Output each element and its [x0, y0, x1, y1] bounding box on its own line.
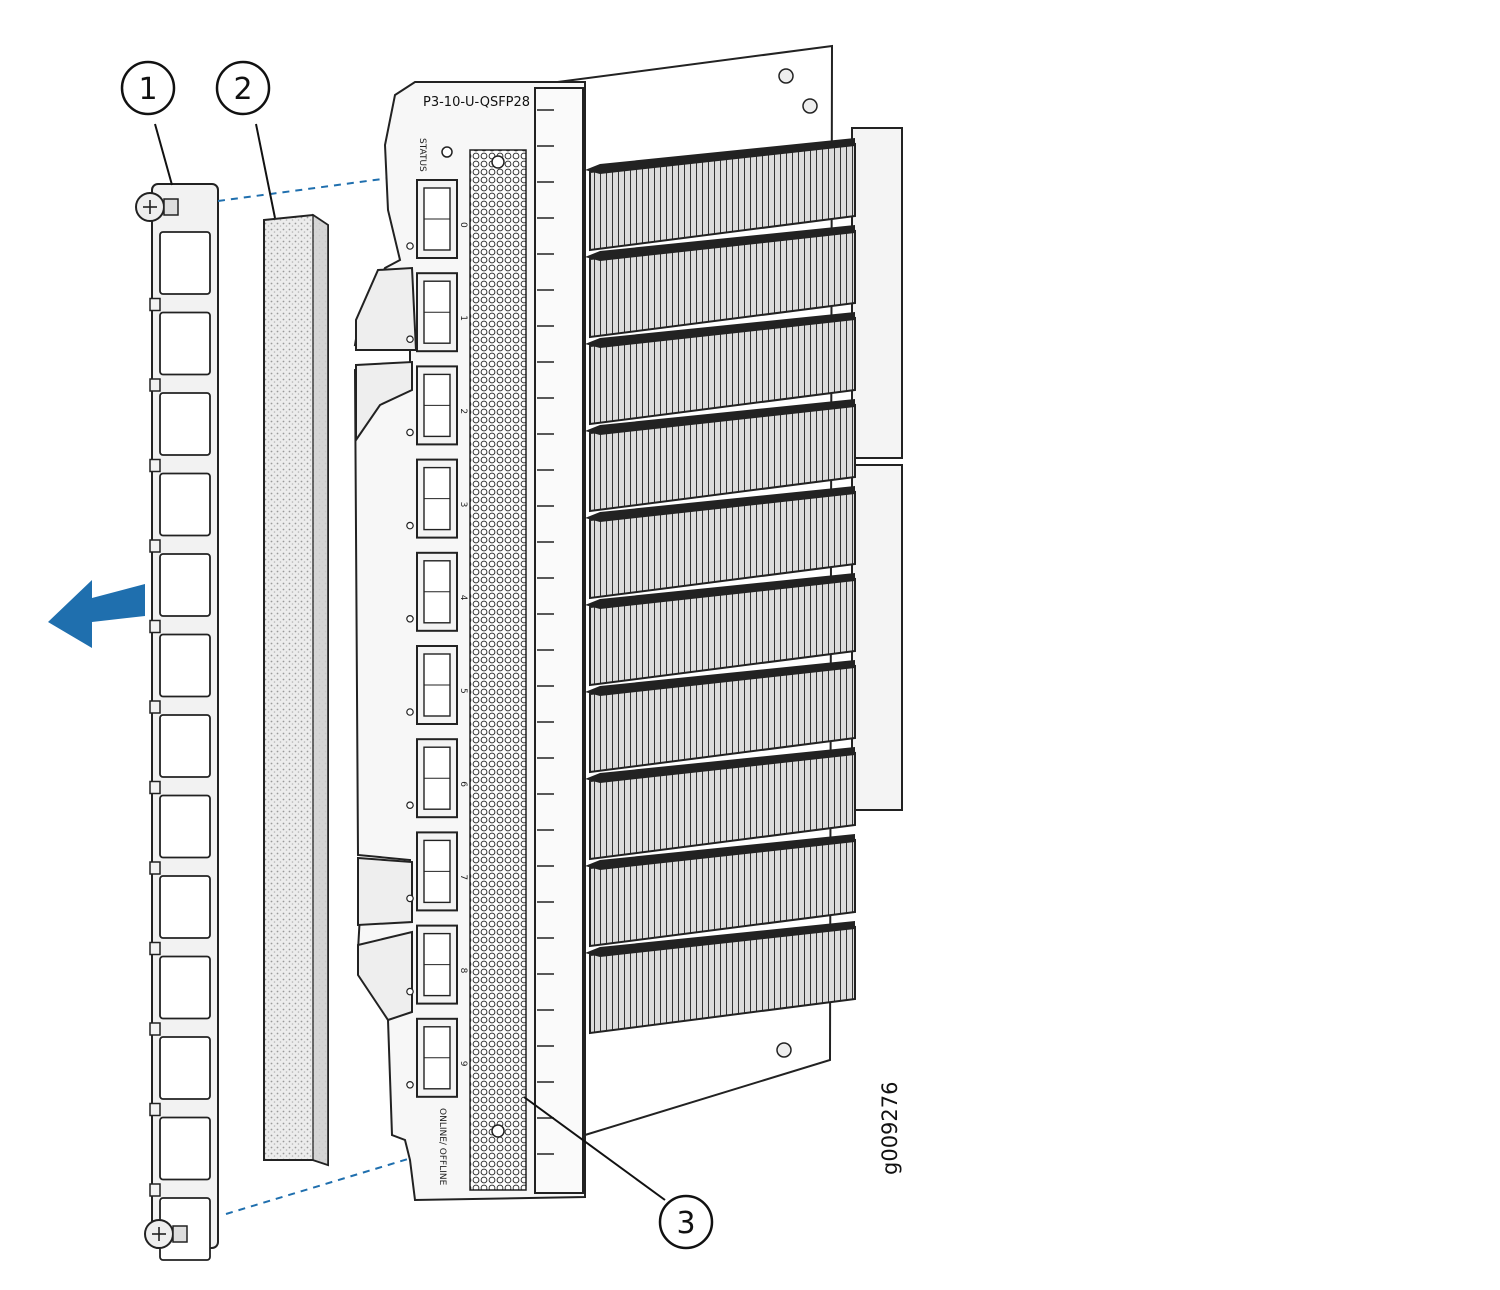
callout-2-number: 2 — [233, 72, 252, 107]
removal-arrow-icon — [48, 580, 145, 648]
heatsink — [585, 312, 856, 426]
qsfp-port — [416, 365, 458, 446]
port-label: 3 — [458, 502, 468, 508]
bracket-window — [159, 633, 211, 698]
port-label: 9 — [458, 1061, 468, 1067]
heatsink — [585, 399, 856, 513]
qsfp-port — [416, 738, 458, 819]
heatsink — [585, 573, 856, 687]
callout-1-number: 1 — [138, 72, 157, 107]
bracket-tab — [149, 1102, 161, 1117]
bracket-tab — [149, 941, 161, 956]
bracket-tab — [149, 1022, 161, 1036]
qsfp-port — [416, 924, 458, 1005]
bracket-window — [159, 392, 211, 456]
qsfp-port — [416, 645, 458, 725]
port-label: 5 — [458, 688, 468, 694]
port-label: 7 — [458, 874, 468, 880]
bracket-tab — [149, 619, 161, 634]
port-label: 4 — [458, 595, 468, 601]
model-label: P3-10-U-QSFP28 — [423, 95, 530, 110]
bracket-window — [159, 714, 211, 778]
port-led — [406, 428, 414, 437]
qsfp-port — [416, 272, 458, 353]
heatsink — [585, 747, 856, 861]
air-filter-foam — [263, 213, 329, 1167]
bracket-window — [159, 231, 211, 295]
heatsink-stack — [585, 138, 856, 1035]
port-led — [406, 242, 414, 250]
port-led — [406, 521, 414, 530]
bracket-tab — [149, 780, 161, 795]
callout-2: 2 — [215, 60, 276, 219]
bracket-window — [159, 794, 211, 859]
heatsink — [585, 834, 856, 948]
port-led — [406, 335, 414, 344]
callout-3-number: 3 — [676, 1206, 695, 1241]
bracket-window — [159, 311, 211, 376]
bracket-window — [159, 1036, 211, 1100]
status-label: STATUS — [417, 138, 427, 172]
bracket-window — [159, 955, 211, 1020]
port-label: 8 — [458, 968, 468, 974]
qsfp-port — [416, 831, 458, 912]
heatsink — [585, 138, 856, 252]
port-led — [406, 987, 414, 996]
port-led — [406, 801, 414, 810]
bracket-tab — [149, 378, 161, 392]
bracket-window — [159, 553, 211, 617]
bracket-window — [159, 875, 211, 939]
bracket-window — [159, 1116, 211, 1181]
port-led — [406, 708, 414, 716]
qsfp-port — [416, 1017, 458, 1098]
port-led — [406, 1081, 414, 1089]
port-led — [406, 614, 414, 623]
online-offline-label: ONLINE/ OFFLINE — [437, 1108, 447, 1186]
captive-screw-icon — [144, 1219, 188, 1249]
port-label: 1 — [458, 315, 468, 321]
bracket-tab — [149, 700, 161, 714]
port-label: 6 — [458, 781, 468, 787]
heatsink — [585, 225, 856, 339]
bracket-tab — [149, 861, 161, 875]
heatsink — [585, 921, 856, 1035]
callout-3: 3 — [523, 1096, 714, 1250]
qsfp-port — [416, 458, 458, 539]
filter-bracket — [135, 183, 219, 1261]
qsfp-port — [416, 551, 458, 632]
bracket-window — [159, 472, 211, 537]
port-led — [406, 894, 414, 903]
heatsink — [585, 486, 856, 600]
callout-1: 1 — [120, 60, 176, 186]
qsfp-port — [416, 179, 458, 259]
heatsink — [585, 660, 856, 774]
port-label: 2 — [458, 408, 468, 414]
bracket-tab — [149, 458, 161, 473]
port-label: 0 — [458, 222, 468, 228]
line-card-module: P3-10-U-QSFP28 STATUS ONLINE/ OFFLINE 0 1… — [353, 44, 903, 1202]
captive-screw-icon — [135, 192, 179, 222]
bracket-tab — [149, 1183, 161, 1197]
bracket-tab — [149, 539, 161, 553]
bracket-tab — [149, 297, 161, 312]
figure-id: g009276 — [878, 1082, 902, 1176]
qsfp-port-group: 0 1 2 3 4 5 6 7 8 9 — [406, 179, 468, 1098]
